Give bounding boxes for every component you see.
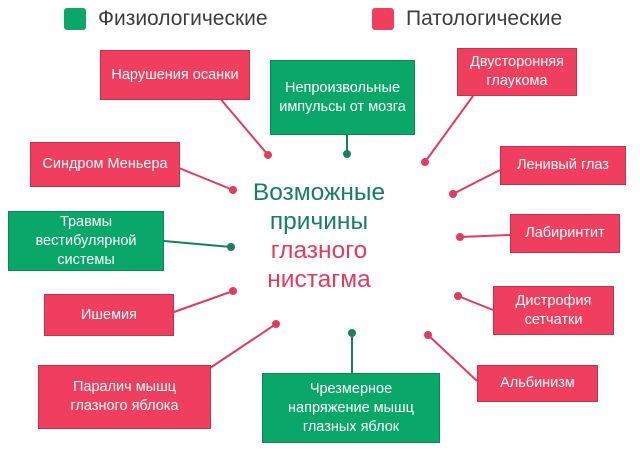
connector-ischemia bbox=[173, 290, 234, 313]
cause-albinism: Альбинизм bbox=[477, 365, 598, 402]
center-title: Возможные причины глазного нистагма bbox=[248, 178, 390, 294]
cause-ischemia: Ишемия bbox=[44, 294, 174, 336]
dot-brain-impulses bbox=[343, 150, 351, 158]
cause-paralysis: Паралич мышц глазного яблока bbox=[38, 365, 211, 429]
cause-posture: Нарушения осанки bbox=[100, 50, 250, 100]
center-title-line2: причины bbox=[269, 208, 369, 235]
dot-meniere bbox=[229, 186, 237, 194]
legend-swatch-green bbox=[64, 8, 86, 30]
legend-swatch-red bbox=[372, 8, 394, 30]
connector-paralysis bbox=[209, 323, 277, 369]
dot-lazy-eye bbox=[449, 190, 457, 198]
dot-vestibular bbox=[227, 243, 235, 251]
cause-strain: Чрезмерное напряжение мышц глазных яблок bbox=[262, 373, 440, 443]
legend-pathological: Патологические bbox=[372, 6, 562, 32]
dot-labyrinthitis bbox=[456, 233, 464, 241]
dot-paralysis bbox=[272, 320, 280, 328]
center-title-line1: Возможные bbox=[252, 179, 386, 206]
legend-label-pathological: Патологические bbox=[406, 7, 563, 30]
cause-brain-impulses: Непроизвольные импульсы от мозга bbox=[270, 60, 415, 135]
cause-glaucoma: Двусторонняя глаукома bbox=[457, 48, 577, 96]
center-title-line3: глазного bbox=[270, 237, 368, 264]
connector-glaucoma bbox=[424, 95, 474, 163]
dot-glaucoma bbox=[421, 158, 429, 166]
connector-labyrinthitis bbox=[459, 234, 511, 238]
cause-lazy-eye: Ленивый глаз bbox=[500, 146, 626, 185]
center-title-line4: нистагма bbox=[267, 266, 371, 293]
connector-meniere bbox=[178, 167, 234, 191]
connector-albinism bbox=[427, 334, 478, 382]
legend-label-physiological: Физиологические bbox=[98, 7, 268, 30]
connector-lazy-eye bbox=[452, 169, 501, 195]
cause-meniere: Синдром Меньера bbox=[30, 142, 180, 187]
legend-physiological: Физиологические bbox=[64, 6, 268, 32]
cause-vestibular: Травмы вестибулярной системы bbox=[8, 211, 164, 271]
dot-strain bbox=[348, 329, 356, 337]
dot-retina bbox=[454, 292, 462, 300]
connector-posture bbox=[217, 95, 269, 156]
dot-albinism bbox=[424, 331, 432, 339]
cause-labyrinthitis: Лабиринтит bbox=[510, 214, 620, 253]
cause-retina: Дистрофия сетчатки bbox=[493, 286, 614, 335]
connector-retina bbox=[457, 295, 494, 311]
dot-posture bbox=[264, 151, 272, 159]
connector-vestibular bbox=[163, 240, 232, 248]
dot-ischemia bbox=[229, 287, 237, 295]
